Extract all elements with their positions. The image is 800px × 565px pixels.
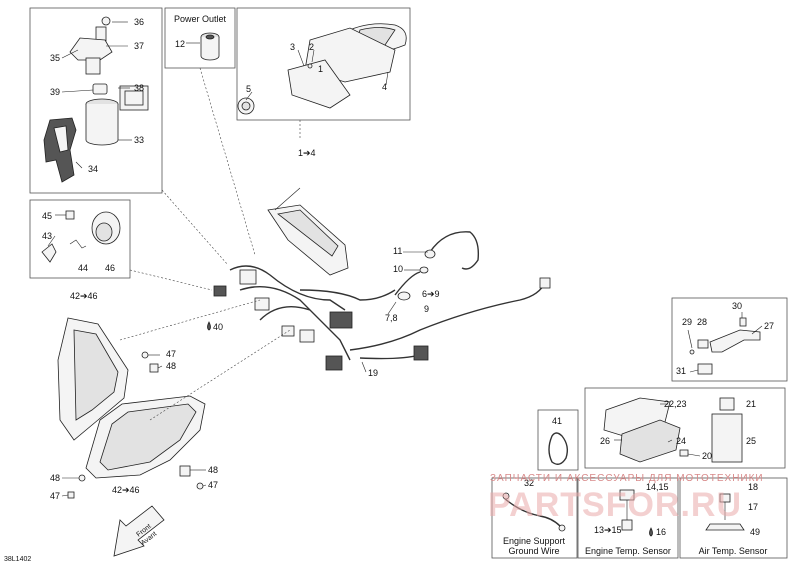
callout-24: 24: [676, 436, 686, 446]
callout-22-23: 22,23: [664, 399, 687, 409]
callout-48-upper: 48: [166, 361, 176, 371]
oil-drop-icon: [207, 321, 211, 331]
bulb-parts: [41, 210, 121, 263]
fuse-box-frame: [584, 387, 786, 469]
bracket-box-frame: [671, 297, 788, 382]
callout-46: 46: [105, 263, 115, 273]
callout-42to46-bottom: 42➔46: [112, 485, 140, 495]
callout-47-upper: 47: [166, 349, 176, 359]
callout-45: 45: [42, 211, 52, 221]
callout-16: 16: [656, 527, 666, 537]
watermark-line2: PARTSFOR.RU: [488, 486, 742, 524]
callout-2: 2: [309, 42, 314, 52]
callout-12: 12: [175, 39, 185, 49]
callout-42to46-top: 42➔46: [70, 291, 98, 301]
callout-49: 49: [750, 527, 760, 537]
power-outlet-title: Power Outlet: [174, 14, 227, 24]
callout-29: 29: [682, 317, 692, 327]
ignition-box-frame: [29, 7, 163, 194]
callout-6to9: 6➔9: [422, 289, 440, 299]
callout-11: 11: [393, 246, 402, 256]
callout-33: 33: [134, 135, 144, 145]
fuse-box-parts: [603, 397, 743, 463]
oil-drop-icon: [649, 527, 653, 537]
sensor-parts: [502, 489, 745, 532]
callout-37: 37: [134, 41, 144, 51]
callout-4: 4: [382, 82, 387, 92]
watermark-line1: ЗАПЧАСТИ И АКСЕССУАРЫ ДЛЯ МОТОТЕХНИКИ: [490, 473, 764, 484]
callout-25: 25: [746, 436, 756, 446]
ground-wire-box-frame: [491, 477, 578, 559]
bracket-parts: [687, 312, 763, 375]
callout-36: 36: [134, 17, 144, 27]
callout-44: 44: [78, 263, 88, 273]
air-temp-title: Air Temp. Sensor: [699, 546, 768, 556]
callout-47-lower-left: 47: [50, 491, 60, 501]
headlight-assembly: [57, 317, 207, 499]
callout-27: 27: [764, 321, 774, 331]
callout-20: 20: [702, 451, 712, 461]
callout-10: 10: [393, 264, 403, 274]
ignition-parts: [43, 16, 149, 183]
front-arrow: [113, 505, 165, 557]
engine-temp-title: Engine Temp. Sensor: [585, 546, 671, 556]
callout-26: 26: [600, 436, 610, 446]
callout-7-8: 7,8: [385, 313, 398, 323]
callout-43: 43: [42, 231, 52, 241]
leader-lines: [119, 67, 301, 421]
callout-48-lower-right: 48: [208, 465, 218, 475]
ground-wire-title-line2: Ground Wire: [508, 546, 559, 556]
callout-19: 19: [368, 368, 378, 378]
callout-3: 3: [290, 42, 295, 52]
gauge-box-frame: [236, 7, 411, 121]
callout-34: 34: [88, 164, 98, 174]
callout-18: 18: [748, 482, 758, 492]
callout-1to4: 1➔4: [298, 148, 316, 158]
callout-30: 30: [732, 301, 742, 311]
callout-31: 31: [676, 366, 686, 376]
callout-39: 39: [50, 87, 60, 97]
engine-temp-box-frame: [577, 477, 679, 559]
callout-41: 41: [552, 416, 562, 426]
gauge-parts: [237, 23, 407, 115]
callout-35: 35: [50, 53, 60, 63]
ground-wire-title-line1: Engine Support: [503, 536, 566, 546]
callout-47-lower-right: 47: [208, 480, 218, 490]
callout-9: 9: [424, 304, 429, 314]
callout-32: 32: [524, 478, 534, 488]
callout-14-15: 14,15: [646, 482, 669, 492]
diagram-code: 38L1402: [4, 556, 31, 563]
callout-17: 17: [748, 502, 758, 512]
callout-1: 1: [318, 64, 323, 74]
wiring-harness: [213, 187, 551, 373]
callout-labels: 36 37 35 39 38 33 34 12 3 2 1 5 4 1➔4 45…: [42, 17, 774, 537]
callout-38: 38: [134, 83, 144, 93]
callout-40: 40: [213, 322, 223, 332]
callout-28: 28: [697, 317, 707, 327]
power-outlet-part: [186, 32, 220, 61]
air-temp-box-frame: [679, 477, 788, 559]
strap-box-frame: [537, 409, 579, 471]
callout-48-lower-left: 48: [50, 473, 60, 483]
callout-13to15: 13➔15: [594, 525, 622, 535]
callout-5: 5: [246, 84, 251, 94]
strap-part: [548, 432, 569, 465]
callout-21: 21: [746, 399, 756, 409]
bulb-box-frame: [29, 199, 131, 279]
